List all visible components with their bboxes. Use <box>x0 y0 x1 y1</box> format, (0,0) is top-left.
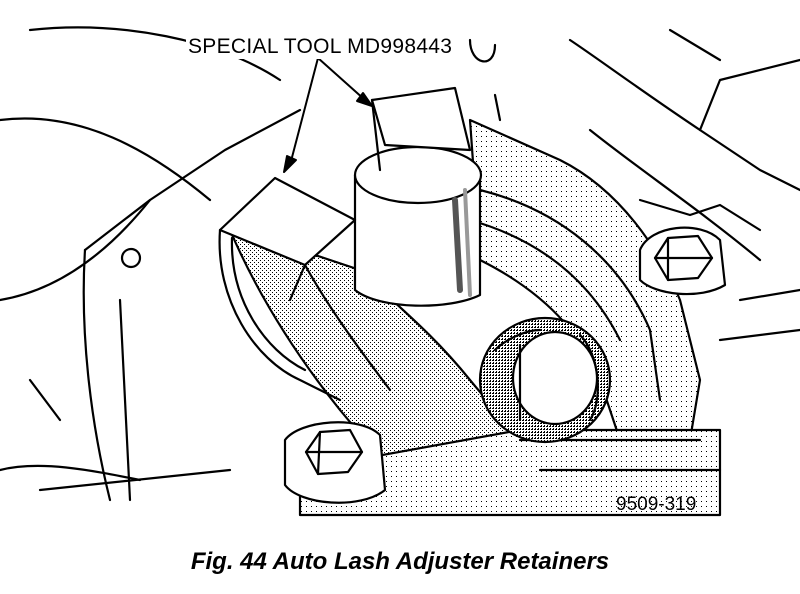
bolt-left <box>283 421 387 504</box>
bolt-right <box>638 226 727 296</box>
rocker-arm-right-edge <box>478 188 662 402</box>
figure-caption: Fig. 44 Auto Lash Adjuster Retainers <box>190 548 610 575</box>
special-tool-clip-rear <box>370 86 472 172</box>
rocker-shaft-base <box>298 428 722 517</box>
callout-leader-arrows <box>283 57 373 173</box>
cylinder-head-outline <box>0 26 800 502</box>
special-tool-clip <box>218 176 392 402</box>
casting-hole <box>120 247 142 269</box>
figure-reference-number: 9509-319 <box>616 494 697 515</box>
lash-adjuster <box>478 316 612 444</box>
adjuster-plunger <box>353 145 483 307</box>
special-tool-callout: SPECIAL TOOL MD998443 <box>186 35 455 59</box>
